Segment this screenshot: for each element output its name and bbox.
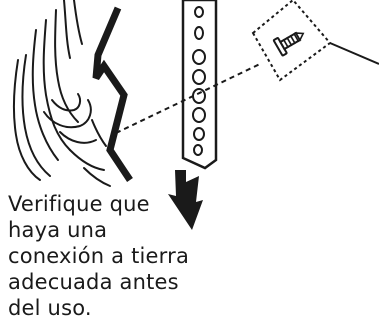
caption-line-4: adecuada antes	[8, 270, 179, 294]
caption-line-3: conexión a tierra	[8, 244, 190, 268]
arrow-down-icon	[168, 170, 203, 230]
screw-icon	[272, 31, 305, 57]
grounding-caption: Verifique que haya una conexión a tierra…	[8, 191, 208, 321]
metal-bracket-icon	[181, 0, 218, 170]
caption-line-1: Verifique que	[8, 192, 150, 216]
caption-line-2: haya una	[8, 218, 108, 242]
leader-line-right	[329, 42, 379, 65]
wood-grain-icon	[12, 0, 111, 187]
caption-line-5: del uso.	[8, 296, 92, 320]
wall-break-edge	[92, 6, 133, 182]
